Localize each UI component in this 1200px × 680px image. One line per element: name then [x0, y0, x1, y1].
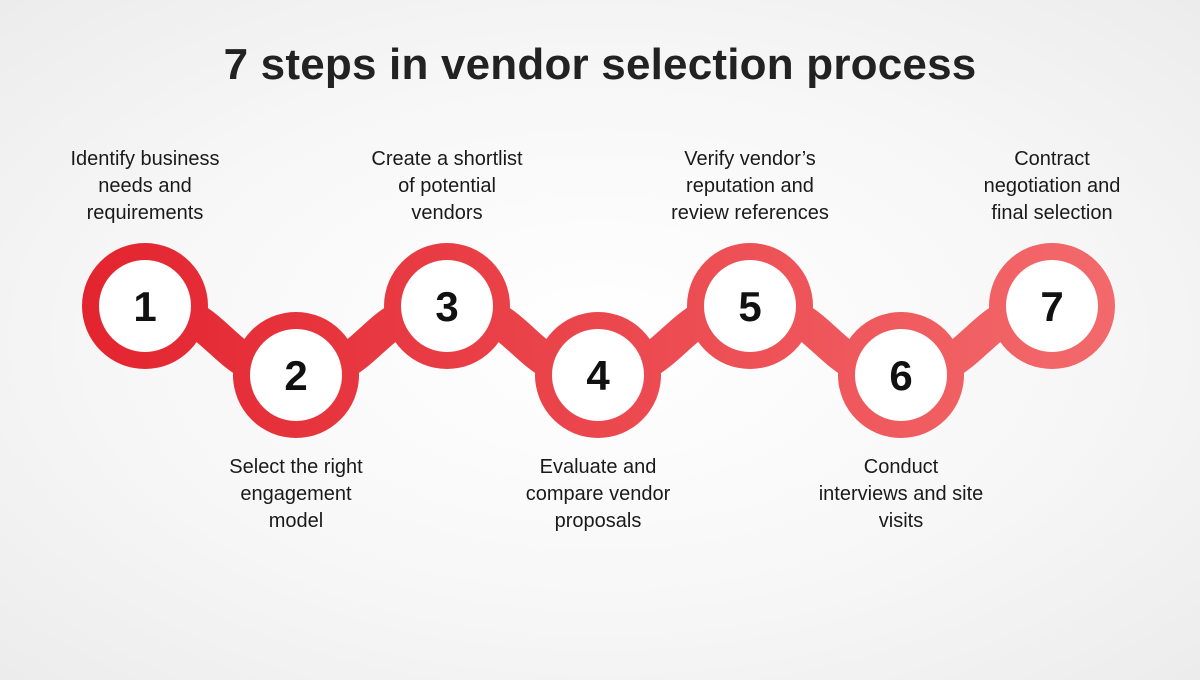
- step-label-line: vendors: [411, 202, 483, 224]
- step-label-line: final selection: [991, 202, 1113, 224]
- step-inner-circle: [250, 329, 342, 421]
- step-node-2: 2: [233, 312, 359, 438]
- step-label-line: compare vendor: [525, 483, 671, 505]
- step-label-2: Select the right engagement model: [176, 454, 416, 535]
- diagram-title: 7 steps in vendor selection process: [223, 40, 977, 89]
- step-inner-circle: [855, 329, 947, 421]
- step-inner-circle: [1006, 260, 1098, 352]
- step-number: 3: [435, 283, 458, 330]
- step-node-5: 5: [687, 243, 813, 369]
- step-label-line: Contract: [1014, 148, 1090, 170]
- step-label-3: Create a shortlist of potential vendors: [327, 146, 567, 227]
- step-label-line: Create a shortlist: [371, 148, 523, 170]
- step-label-line: Select the right: [229, 456, 363, 478]
- step-label-line: Conduct: [863, 456, 939, 478]
- step-label-line: requirements: [86, 202, 204, 224]
- step-label-7: Contract negotiation and final selection: [932, 146, 1172, 227]
- step-label-line: engagement: [240, 483, 352, 505]
- step-label-1: Identify business needs and requirements: [25, 146, 265, 227]
- step-node-6: 6: [838, 312, 964, 438]
- step-label-line: Identify business: [70, 148, 220, 170]
- step-label-6: Conduct interviews and site visits: [781, 454, 1021, 535]
- step-node-7: 7: [989, 243, 1115, 369]
- step-label-line: Evaluate and: [539, 456, 657, 478]
- step-node-3: 3: [384, 243, 510, 369]
- step-label-line: proposals: [554, 510, 642, 532]
- step-number: 4: [586, 352, 610, 399]
- step-label-line: review references: [671, 202, 829, 224]
- step-label-5: Verify vendor’s reputation and review refe…: [630, 146, 870, 227]
- step-inner-circle: [401, 260, 493, 352]
- step-label-line: of potential: [398, 175, 496, 197]
- step-number: 2: [284, 352, 307, 399]
- step-label-4: Evaluate and compare vendor proposals: [478, 454, 718, 535]
- step-number: 1: [133, 283, 156, 330]
- step-number: 6: [889, 352, 912, 399]
- step-inner-circle: [552, 329, 644, 421]
- step-inner-circle: [704, 260, 796, 352]
- step-node-1: 1: [82, 243, 208, 369]
- step-node-4: 4: [535, 312, 661, 438]
- step-label-line: Verify vendor’s: [684, 148, 816, 170]
- step-label-line: model: [268, 510, 324, 532]
- step-inner-circle: [99, 260, 191, 352]
- step-label-line: needs and: [98, 175, 192, 197]
- step-label-line: visits: [878, 510, 924, 532]
- step-number: 5: [738, 283, 761, 330]
- step-label-line: interviews and site: [818, 483, 984, 505]
- step-label-line: reputation and: [686, 175, 814, 197]
- step-number: 7: [1040, 283, 1063, 330]
- step-label-line: negotiation and: [983, 175, 1121, 197]
